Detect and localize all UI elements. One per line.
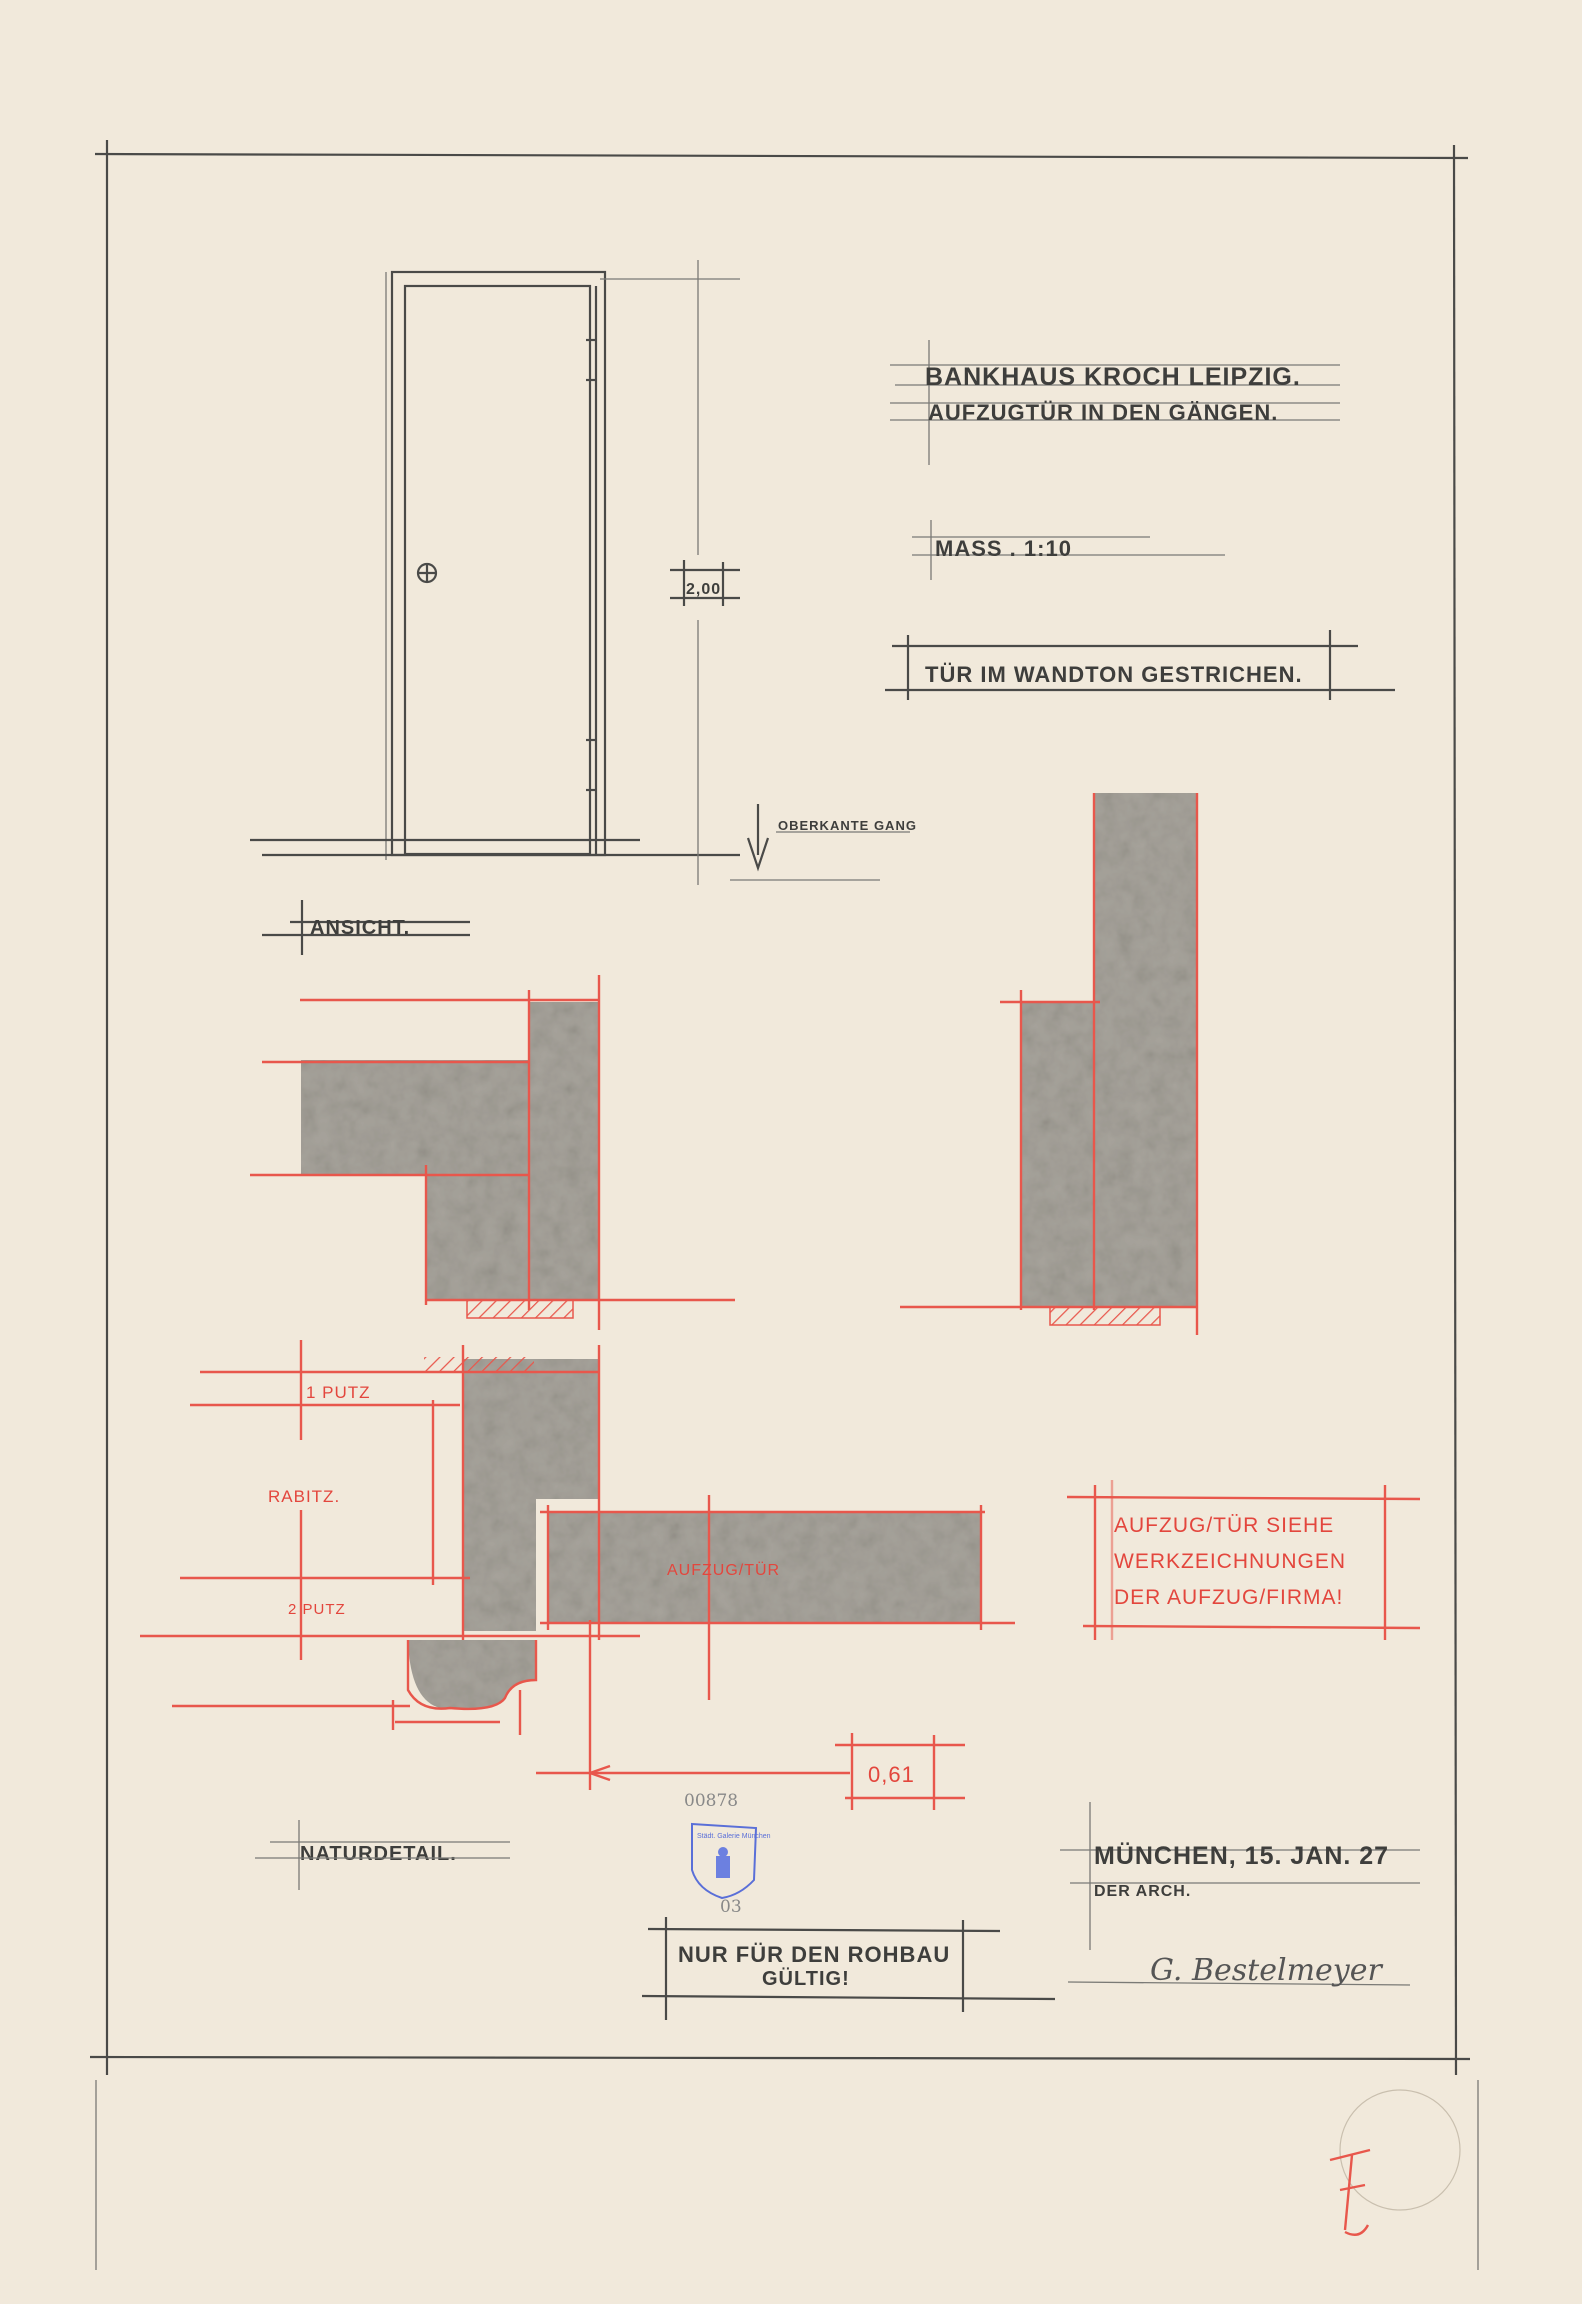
red-note-line-1: Aufzug/tür siehe xyxy=(1114,1514,1334,1537)
place-date: München, 15. Jan. 27 xyxy=(1094,1841,1389,1870)
wall-section-right xyxy=(900,793,1199,1335)
elevator-door-label: Aufzug/tür xyxy=(667,1561,780,1579)
width-dimension-box xyxy=(835,1733,965,1810)
wall-section-left xyxy=(250,975,735,1330)
drawing-subject: Aufzugtür in den Gängen. xyxy=(928,400,1278,425)
red-note-box xyxy=(1066,1480,1421,1640)
validity-note-line-2: gültig! xyxy=(762,1967,850,1990)
scale-label: Maß . 1:10 xyxy=(935,536,1072,561)
door-knob-icon xyxy=(416,562,438,584)
plaster-top-label: 1 Putz xyxy=(306,1383,371,1402)
architect-role: der Arch. xyxy=(1094,1883,1191,1900)
stamp-text: Städt. Galerie München xyxy=(697,1833,771,1840)
validity-note-box xyxy=(641,1917,1056,2020)
plan-detail xyxy=(140,1340,1015,1790)
floor-level-label: Oberkante Gang xyxy=(778,818,917,833)
red-note-line-3: der Aufzug/firma! xyxy=(1114,1586,1343,1609)
detail-label: Naturdetail. xyxy=(300,1843,457,1865)
plaster-bottom-label: 2 Putz xyxy=(288,1601,346,1618)
munich-child-emblem-icon xyxy=(716,1847,730,1878)
inventory-number: 00878 xyxy=(684,1791,738,1811)
red-corner-mark xyxy=(1329,2089,1461,2236)
title-guides xyxy=(885,340,1395,700)
stamp-sub-number: 03 xyxy=(720,1897,742,1917)
museum-stamp: Städt. Galerie München xyxy=(691,1822,771,1900)
width-dimension: 0,61 xyxy=(868,1762,915,1787)
validity-note-line-1: nur für den Rohbau xyxy=(678,1942,950,1967)
architect-signature: G. Bestelmeyer xyxy=(1150,1953,1383,1988)
red-note-line-2: Werkzeichnungen xyxy=(1114,1550,1346,1573)
height-dimension: 2,00 xyxy=(686,581,721,598)
view-label: Ansicht. xyxy=(310,917,410,939)
door-elevation xyxy=(250,260,910,955)
project-title: Bankhaus Kroch Leipzig. xyxy=(925,363,1301,391)
rabitz-label: Rabitz. xyxy=(268,1487,340,1506)
sheet-border xyxy=(89,140,1479,2270)
paint-note: Tür im Wandton gestrichen. xyxy=(925,662,1303,687)
